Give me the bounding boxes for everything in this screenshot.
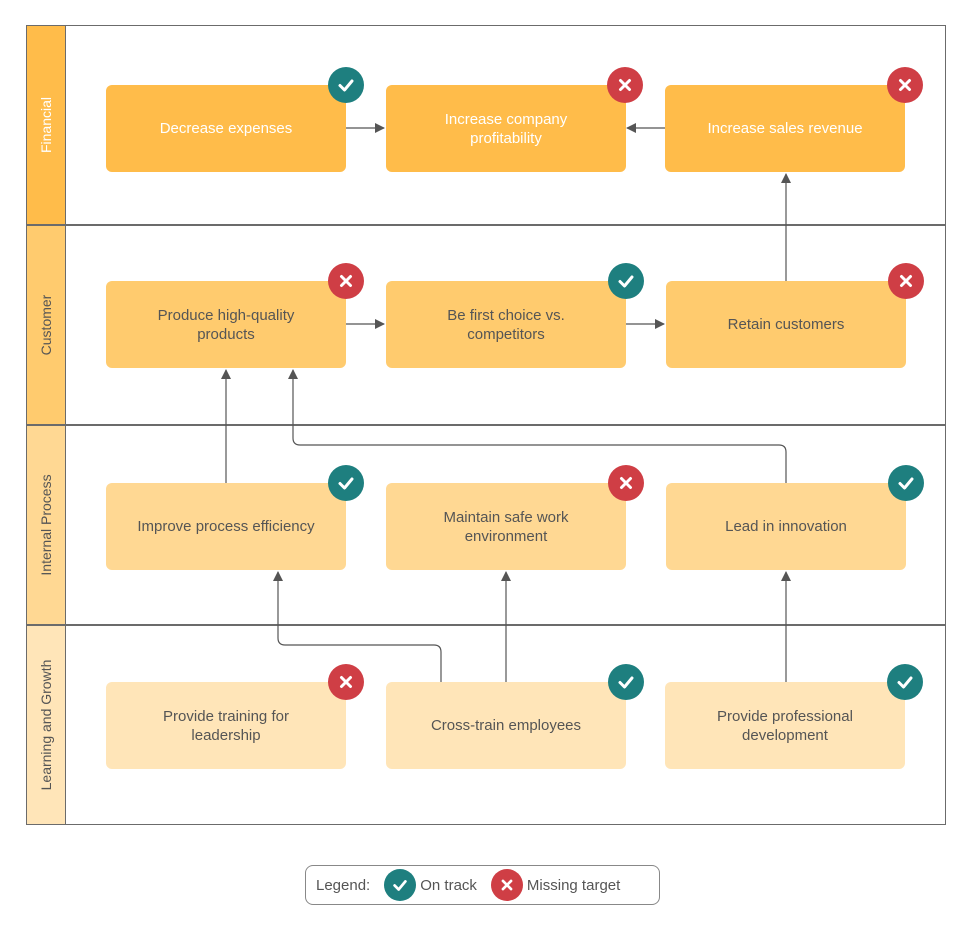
x-icon — [328, 263, 364, 299]
node-leadership-training[interactable]: Provide training for leadership — [106, 682, 346, 769]
node-increase-profitability[interactable]: Increase company profitability — [386, 85, 626, 172]
x-icon — [490, 869, 523, 901]
node-label: Lead in innovation — [725, 518, 847, 535]
node-label: Be first choice vs. competitors — [447, 306, 565, 343]
node-label: Provide training for leadership — [163, 707, 289, 744]
lane-financial: Financial — [26, 25, 946, 225]
check-icon — [888, 465, 924, 501]
lane-title-internal-process: Internal Process — [38, 474, 54, 576]
node-label: Provide professional development — [717, 707, 853, 744]
lane-title-financial: Financial — [38, 96, 54, 154]
lane-label-learning-growth: Learning and Growth — [27, 626, 66, 824]
lane-label-internal-process: Internal Process — [27, 426, 66, 624]
legend: Legend: On track Missing target — [305, 865, 660, 905]
node-process-efficiency[interactable]: Improve process efficiency — [106, 483, 346, 570]
node-safe-work[interactable]: Maintain safe work environment — [386, 483, 626, 570]
node-first-choice[interactable]: Be first choice vs. competitors — [386, 281, 626, 368]
legend-missing-target-label: Missing target — [526, 876, 621, 894]
check-icon — [608, 263, 644, 299]
node-label: Cross-train employees — [430, 717, 582, 734]
check-icon — [608, 664, 644, 700]
node-lead-innovation[interactable]: Lead in innovation — [666, 483, 906, 570]
lane-title-customer: Customer — [38, 294, 54, 356]
node-decrease-expenses[interactable]: Decrease expenses — [106, 85, 346, 172]
node-professional-development[interactable]: Provide professional development — [665, 682, 905, 769]
lane-label-financial: Financial — [27, 26, 66, 224]
x-icon — [328, 664, 364, 700]
lane-label-customer: Customer — [27, 226, 66, 424]
x-icon — [607, 67, 643, 103]
check-icon — [384, 869, 417, 901]
node-produce-high-quality[interactable]: Produce high-quality products — [106, 281, 346, 368]
x-icon — [887, 67, 923, 103]
lane-internal-process: Internal Process — [26, 425, 946, 625]
legend-title: Legend: — [316, 876, 371, 894]
node-label: Decrease expenses — [159, 120, 293, 137]
legend-on-track-label: On track — [420, 876, 477, 894]
check-icon — [328, 67, 364, 103]
node-cross-train[interactable]: Cross-train employees — [386, 682, 626, 769]
check-icon — [887, 664, 923, 700]
lane-learning-growth: Learning and Growth — [26, 625, 946, 825]
x-icon — [888, 263, 924, 299]
node-retain-customers[interactable]: Retain customers — [666, 281, 906, 368]
lane-title-learning-growth: Learning and Growth — [38, 659, 54, 791]
node-label: Increase sales revenue — [707, 120, 863, 137]
node-label: Produce high-quality products — [157, 306, 295, 343]
node-label: Increase company profitability — [444, 110, 568, 147]
check-icon — [328, 465, 364, 501]
node-increase-sales-revenue[interactable]: Increase sales revenue — [665, 85, 905, 172]
node-label: Maintain safe work environment — [443, 508, 569, 545]
x-icon — [608, 465, 644, 501]
node-label: Retain customers — [727, 316, 845, 333]
node-label: Improve process efficiency — [137, 518, 315, 535]
